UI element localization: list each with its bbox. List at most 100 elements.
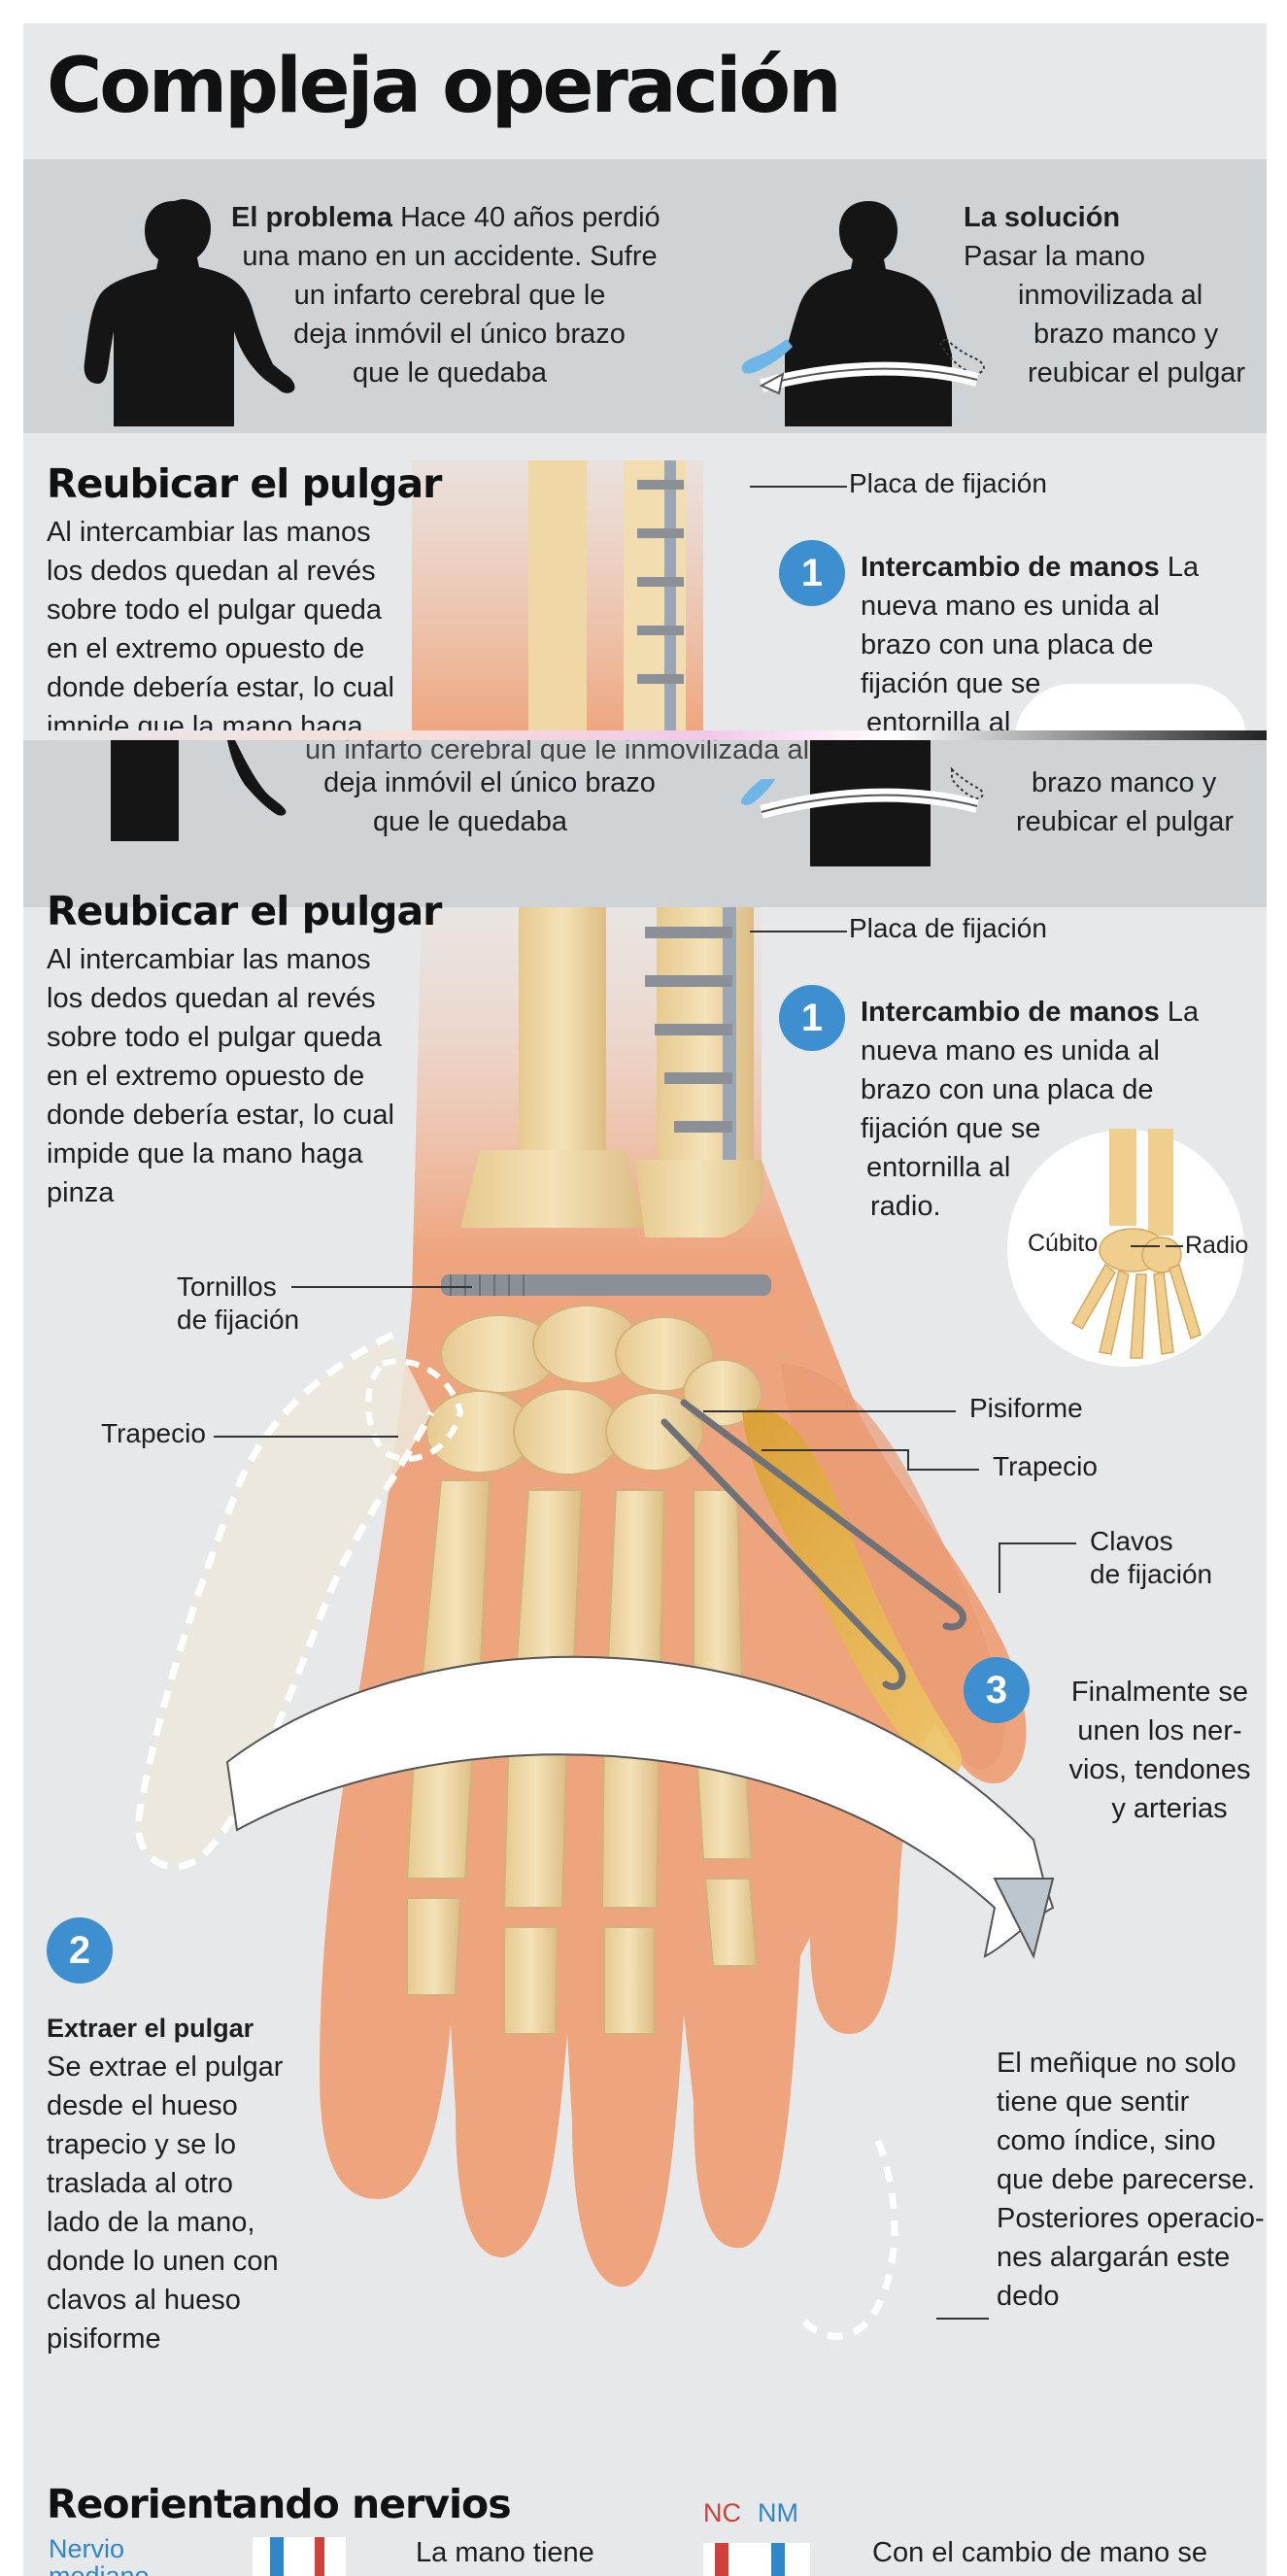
- reubicar-heading: Reubicar el pulgar: [47, 888, 442, 934]
- cubito-label: Cúbito: [1028, 1230, 1099, 1257]
- reubicar-line-1: Al intercambiar las manos: [47, 944, 371, 975]
- trapecio-left-label: Trapecio: [101, 1418, 206, 1448]
- step2-heading: Extraer el pulgar: [47, 2014, 254, 2043]
- step1-text-top: Intercambio de manos La nueva mano es un…: [861, 548, 1249, 742]
- clavos-line-1: Clavos: [1090, 1526, 1173, 1556]
- reubicar-line-7: pinza: [47, 1177, 115, 1208]
- nerve-diagram-left: [253, 2537, 346, 2576]
- step1-line-5: radio.: [870, 1191, 941, 1222]
- step2-badge: 2: [47, 1917, 113, 1983]
- reubicar-line-2: los dedos quedan al revés: [47, 983, 376, 1014]
- step3-badge: 3: [964, 1657, 1030, 1723]
- problem-band-repeat: [23, 740, 1267, 907]
- trapecio-right-leader-a: [762, 1449, 907, 1451]
- step2-line-2: desde el hueso: [47, 2090, 238, 2121]
- step2-line-7: clavos al hueso: [47, 2285, 241, 2316]
- trapecio-left-leader: [214, 1436, 398, 1438]
- clavos-leader-b: [999, 1542, 1076, 1544]
- step2-line-1: Se extrae el pulgar: [47, 2051, 284, 2083]
- reubicar-text: Al intercambiar las manos los dedos qued…: [47, 940, 455, 1212]
- silhouette-problem-repeat-icon: [111, 740, 287, 841]
- partial-line-text: un infarto cerebral que le inmovilizada …: [305, 740, 810, 762]
- step1-badge: 1: [779, 985, 845, 1051]
- problem-line-3: un infarto cerebral que le: [293, 280, 606, 311]
- solution-repeat-line-3: brazo manco y: [1032, 767, 1217, 798]
- solution-line-4: reubicar el pulgar: [1028, 357, 1246, 389]
- step1-top-line-3: fijación que se: [861, 668, 1041, 699]
- step3-line-4: y arterias: [1111, 1793, 1228, 1824]
- tornillos-line-1: Tornillos: [177, 1271, 277, 1302]
- reubicar-heading-top: Reubicar el pulgar: [47, 460, 442, 507]
- solution-repeat-line-4: reubicar el pulgar: [1016, 806, 1235, 837]
- menique-line-6: nes alargarán este: [997, 2242, 1231, 2273]
- nervio-mediano-label: Nervio mediano: [49, 2535, 150, 2576]
- nerve-right-blue: [771, 2543, 785, 2576]
- step3-line-2: unen los ner-: [1077, 1715, 1242, 1746]
- step2-line-4: traslada al otro: [47, 2168, 233, 2199]
- clavos-label: Clavos de fijación: [1090, 1525, 1212, 1591]
- infographic-panel: Compleja operación El problema Hace 40 a…: [23, 23, 1267, 2576]
- reubicar-line-3: sobre todo el pulgar queda: [47, 1022, 383, 1053]
- clavos-leader-a: [999, 1542, 1000, 1593]
- nerve-left-blue: [270, 2537, 284, 2576]
- step1-top-line-1: nueva mano es unida al: [861, 591, 1160, 622]
- menique-line-7: dedo: [997, 2281, 1060, 2312]
- solution-repeat-text: brazo manco y reubicar el pulgar: [1016, 763, 1267, 841]
- step1-line-1: nueva mano es unida al: [861, 1035, 1160, 1067]
- problem-line-5: que le quedaba: [353, 357, 547, 389]
- solution-line-2: inmovilizada al: [1018, 280, 1203, 311]
- nervios-left-text: La mano tiene: [416, 2537, 594, 2568]
- menique-line-5: Posteriores operacio-: [997, 2203, 1265, 2234]
- hand-illustration: [135, 907, 1055, 2340]
- step2-line-5: lado de la mano,: [47, 2207, 255, 2238]
- problem-line-1: Hace 40 años perdió: [400, 202, 660, 233]
- silhouette-solution-icon: [741, 201, 985, 426]
- step3-text: Finalmente se unen los ner- vios, tendon…: [1053, 1673, 1267, 1828]
- step1-line-2: brazo con una placa de: [861, 1074, 1154, 1105]
- nervio-label-line-2: mediano: [49, 2561, 150, 2576]
- tornillos-line-2: de fijación: [177, 1305, 300, 1335]
- problem-line-4: deja inmóvil el único brazo: [293, 319, 626, 350]
- trapecio-right-label: Trapecio: [993, 1451, 1098, 1481]
- step1-heading-top: Intercambio de manos: [861, 552, 1160, 583]
- tornillos-leader: [291, 1286, 472, 1288]
- silhouette-solution-repeat-icon: [740, 740, 984, 866]
- step2-line-8: pisiforme: [47, 2323, 161, 2355]
- cubito-leader: [1131, 1245, 1160, 1247]
- problem-repeat-line-5: que le quedaba: [373, 806, 567, 837]
- reubicar-text-top: Al intercambiar las manos los dedos qued…: [47, 513, 455, 746]
- trapecio-right-leader-c: [907, 1469, 979, 1471]
- silhouette-problem-icon: [84, 199, 295, 426]
- step2-text: Extraer el pulgar Se extrae el pulgar de…: [47, 2009, 338, 2358]
- reubicar-line-4: en el extremo opuesto de: [47, 1061, 365, 1092]
- step1-first-word: La: [1167, 997, 1200, 1028]
- menique-text: El meñique no solo tiene que sentir como…: [997, 2044, 1267, 2316]
- step2-line-3: trapecio y se lo: [47, 2129, 237, 2160]
- page-title: Compleja operación: [47, 43, 842, 130]
- menique-line-3: como índice, sino: [997, 2125, 1216, 2156]
- menique-line-2: tiene que sentir: [997, 2086, 1190, 2118]
- reubicar-top-line-3: sobre todo el pulgar queda: [47, 594, 383, 626]
- reubicar-top-line-5: donde debería estar, lo cual: [47, 672, 394, 703]
- placa-leader-top: [750, 486, 847, 488]
- step2-line-6: donde lo unen con: [47, 2246, 279, 2277]
- step3-line-3: vios, tendones: [1068, 1754, 1251, 1785]
- nc-label: NC: [703, 2498, 741, 2527]
- step1-text: Intercambio de manos La nueva mano es un…: [861, 993, 1249, 1226]
- pisiforme-leader: [703, 1410, 956, 1412]
- step1-top-line-2: brazo con una placa de: [861, 629, 1154, 661]
- reubicar-line-5: donde debería estar, lo cual: [47, 1100, 394, 1131]
- trapecio-right-leader-b: [907, 1449, 909, 1469]
- step1-line-4: entornilla al: [866, 1152, 1011, 1183]
- reubicar-top-line-1: Al intercambiar las manos: [47, 517, 371, 548]
- problem-heading: El problema: [231, 202, 392, 233]
- placa-label-top: Placa de fijación: [849, 468, 1047, 498]
- reubicar-top-line-2: los dedos quedan al revés: [47, 556, 376, 587]
- nerve-left-red: [315, 2537, 324, 2576]
- menique-leader: [936, 2318, 989, 2320]
- placa-label: Placa de fijación: [849, 913, 1047, 943]
- render-glitch-strip: [23, 730, 1267, 740]
- clavos-line-2: de fijación: [1090, 1559, 1213, 1589]
- problem-text: El problema Hace 40 años perdió una mano…: [231, 198, 668, 392]
- step1-badge-top: 1: [779, 540, 845, 606]
